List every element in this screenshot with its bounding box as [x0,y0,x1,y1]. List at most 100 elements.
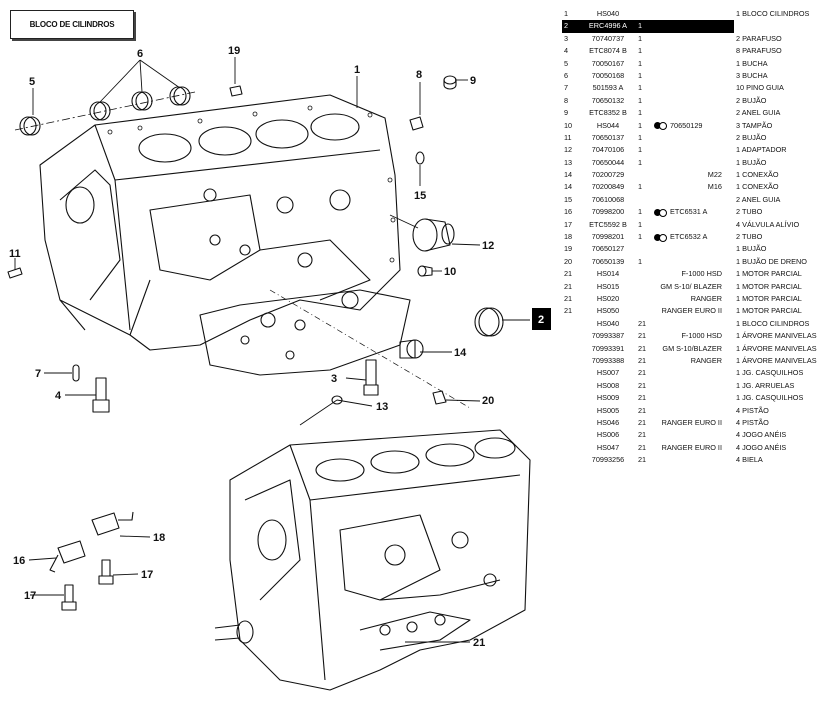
ref-number: 1 [638,21,643,31]
application: RANGER EURO II [661,417,722,427]
quantity: 1 [736,331,741,341]
interchange-icon [654,208,667,217]
quantity: 2 [736,194,741,204]
application: F-1000 HSD [681,269,722,279]
qty-desc: 1 BUJÃO [736,243,766,255]
part-code: HS008 [596,380,620,390]
interchange-icon [654,233,667,242]
application: RANGER [690,293,722,303]
item-number: 19 [564,244,573,254]
qty-desc: 1 ADAPTADOR [736,144,787,156]
qty-desc: 2 BUJÃO [736,132,766,144]
quantity: 3 [736,70,741,80]
quantity: 4 [736,442,741,452]
ref-number: 21 [638,331,647,341]
item-number: 17 [564,219,573,229]
tube-16 [49,540,86,573]
quantity: 1 [736,380,741,390]
callout-11: 11 [9,248,21,260]
callout-10: 10 [444,266,456,278]
quantity: 1 [736,170,741,180]
description: JG. ARRUELAS [742,380,795,390]
description: BUJÃO [742,21,767,31]
qty-desc: 4 JOGO ANÉIS [736,429,786,441]
item-number: 21 [564,293,573,303]
part-code: HS015 [596,281,620,291]
ref-number: 1 [638,108,643,118]
callout-17a: 17 [24,590,36,602]
leader-lines [14,57,530,643]
callout-3: 3 [331,373,337,385]
interchange-icon [654,122,667,131]
quantity: 4 [736,417,741,427]
tube-18 [91,511,134,536]
part-code: 70998201 [591,232,625,242]
item-number: 8 [564,95,569,105]
part-code: 70993387 [591,331,625,341]
quantity: 1 [736,306,741,316]
description: VÁLVULA ALÍVIO [742,219,800,229]
item-number: 15 [564,194,573,204]
item-number: 9 [564,108,569,118]
callout-12: 12 [482,240,494,252]
qty-desc: 3 TAMPÃO [736,120,772,132]
description: MOTOR PARCIAL [742,293,802,303]
quantity: 1 [736,9,741,18]
part-code: 70993388 [591,355,625,365]
plug-8 [409,116,424,131]
callout-9: 9 [470,75,476,87]
callout-1: 1 [354,64,360,76]
item-number: 1 [564,9,569,18]
description: BUJÃO [742,157,767,167]
quantity: 1 [736,182,741,192]
callout-4: 4 [55,390,62,402]
qty-desc: 4 BIELA [736,454,763,466]
description: PISTÃO [742,405,769,415]
description: PARAFUSO [742,33,782,43]
description: BUCHA [742,70,768,80]
plug-13 [331,395,343,405]
callout-6: 6 [137,48,143,60]
part-code: HS040 [596,9,620,18]
adapter-12 [412,218,455,252]
ring-9 [443,75,457,90]
quantity: 1 [736,157,741,167]
part-code: ETC5592 B [589,219,627,229]
part-code: 70993391 [591,343,625,353]
quantity: 1 [736,343,741,353]
centerline [14,91,196,131]
item-number: 5 [564,58,569,68]
description: JG. CASQUILHOS [742,368,804,378]
ref-number: 21 [638,455,647,465]
quantity: 4 [736,455,741,465]
application: RANGER [690,355,722,365]
description: PINO GUIA [746,83,784,93]
application: F-1000 HSD [681,331,722,341]
engine-assembly-lower [214,429,531,691]
qty-desc: 1 ÁRVORE MANIVELAS [736,330,817,342]
part-code: HS006 [596,430,620,440]
bolt-4 [92,377,110,413]
ref-number: 1 [638,207,643,217]
cylinder-block-upper [39,94,411,376]
qty-desc: 1 MOTOR PARCIAL [736,293,802,305]
callout-17b: 17 [141,569,153,581]
qty-desc: 1 CONEXÃO [736,169,779,181]
callout-2-box [532,308,551,330]
plug-11 [7,267,23,279]
quantity: 1 [736,269,741,279]
quantity: 1 [736,368,741,378]
description: TUBO [741,207,763,217]
